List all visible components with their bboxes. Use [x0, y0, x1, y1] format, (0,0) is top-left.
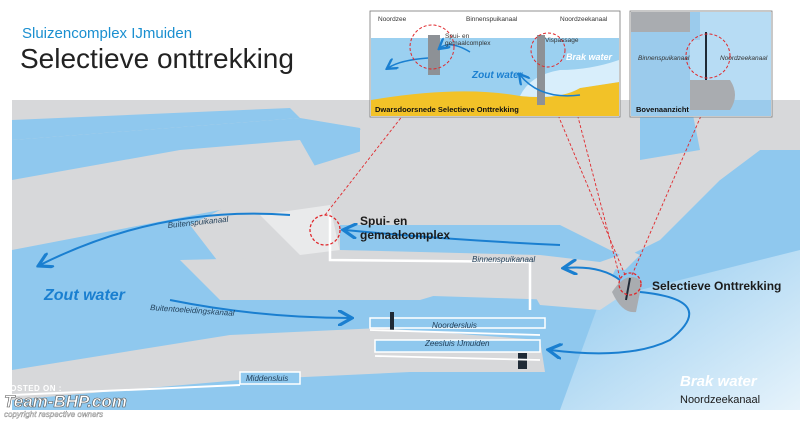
leader-line [631, 71, 721, 276]
north-harbour [12, 108, 300, 140]
land-north-pier [12, 140, 320, 250]
label-spui-line1: Spui- en [360, 214, 407, 228]
map-subtitle: Sluizencomplex IJmuiden [22, 25, 193, 42]
top-view-label-left: Binnenspuikanaal [638, 55, 690, 62]
label-noordersluis: Noordersluis [432, 321, 477, 330]
vispassage-structure [537, 35, 545, 105]
inset-label-noordzee: Noordzee [378, 16, 407, 23]
inset-caption-cross-section: Dwarsdoorsnede Selectieve Onttrekking [375, 105, 519, 114]
sand-bed [371, 82, 619, 116]
flow-arrow-selectieve [565, 268, 621, 281]
leader-line [324, 77, 433, 216]
road [369, 329, 541, 361]
label-noordzeekanaal: Noordzeekanaal [680, 394, 760, 406]
inset-label-zout: Zout water [471, 70, 524, 81]
land-northeast [360, 128, 720, 230]
land-east-head [520, 265, 630, 310]
inset-top-view: Binnenspuikanaal Noordzeekanaal Bovenaan… [629, 10, 773, 118]
marker-circle-inset [530, 32, 566, 68]
label-brak-water: Brak water [680, 373, 758, 390]
inset-label-spui1: Spui- en [445, 33, 470, 40]
lock-gate [390, 312, 394, 330]
top-view-label-right: Noordzeekanaal [720, 55, 768, 62]
watermark-logo: Team-BHP.com [4, 392, 127, 412]
selectieve-onttrekking-barrier [625, 277, 631, 301]
lock-gate [518, 353, 527, 369]
inset-label-vispassage: Vispassage [545, 37, 579, 44]
road [328, 215, 532, 310]
inset-cross-section: Noordzee Binnenspuikanaal Noordzeekanaal… [369, 10, 621, 118]
top-view-structure [690, 80, 735, 110]
noordersluis-lock [369, 317, 546, 329]
land-middle [180, 255, 470, 300]
watermark-line3: copyright respective owners [4, 410, 104, 419]
label-zeesluis: Zeesluis IJmuiden [424, 339, 490, 348]
flow-arrow-binnenspuikanaal [345, 230, 561, 246]
middensluis-lock [239, 371, 301, 385]
marker-circle-selectieve [618, 272, 642, 296]
inset-label-noordzeekanaal: Noordzeekanaal [560, 16, 608, 23]
inset-label-brak: Brak water [566, 52, 613, 62]
watermark-line1: HOSTED ON : [4, 384, 62, 393]
zeesluis-lock [374, 339, 541, 353]
land-spui-island [260, 205, 340, 255]
inset-label-binnenspuikanaal: Binnenspuikanaal [466, 16, 518, 23]
flow-arrow-buitentoeleidingskanaal [169, 299, 350, 318]
label-selectieve-onttrekking: Selectieve Onttrekking [652, 279, 781, 293]
inset-caption-top-view: Bovenaanzicht [636, 105, 689, 114]
flow-arrow-buitenspuikanaal [40, 212, 291, 265]
label-middensluis: Middensluis [246, 374, 288, 383]
label-zout-water: Zout water [43, 287, 126, 304]
label-binnenspuikanaal: Binnenspuikanaal [472, 255, 535, 264]
marker-circle-inset [409, 24, 455, 70]
map-title: Selectieve onttrekking [20, 43, 294, 74]
land-northeast-corner [690, 100, 800, 180]
inset-label-spui2: gemaalcomplex [445, 40, 491, 47]
flow-arrow-noordzeekanaal [550, 291, 691, 353]
binnenspuikanaal-channel [340, 225, 620, 262]
top-view-structure [631, 12, 690, 32]
road [11, 384, 241, 396]
marker-circle-inset [685, 33, 731, 79]
label-spui-line2: gemaalcomplex [360, 228, 450, 242]
